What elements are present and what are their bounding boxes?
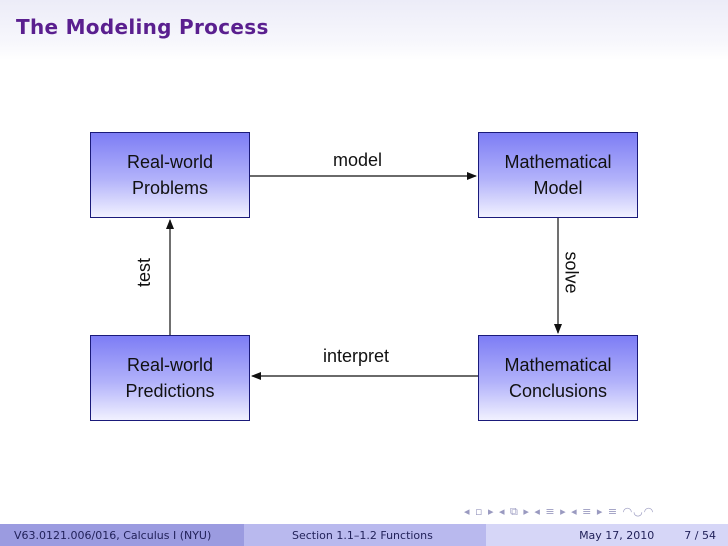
box-real-world-problems: Real-world Problems (90, 132, 250, 218)
slide-footer: V63.0121.006/016, Calculus I (NYU) Secti… (0, 524, 728, 546)
box-line: Conclusions (508, 381, 608, 401)
footer-date: May 17, 2010 (579, 528, 655, 542)
edge-label-interpret: interpret (323, 346, 390, 366)
footer-section: Section 1.1–1.2 Functions (244, 524, 486, 546)
slide-header: The Modeling Process (0, 0, 728, 60)
box-line: Real-world (126, 355, 214, 375)
footer-page-number: 7 / 54 (684, 528, 716, 542)
box-line: Mathematical (504, 355, 612, 375)
beamer-navigation-icons[interactable]: ◂ ▫ ▸ ◂ ⧉ ▸ ◂ ≡ ▸ ◂ ≡ ▸ ≡ ◠◡◠ (464, 505, 655, 518)
footer-right: May 17, 2010 7 / 54 (486, 524, 728, 546)
box-mathematical-model: Mathematical Model (478, 132, 638, 218)
box-line: Real-world (126, 152, 214, 172)
box-line: Predictions (125, 381, 215, 401)
edge-label-model: model (333, 150, 383, 170)
box-line: Mathematical (504, 152, 612, 172)
footer-course: V63.0121.006/016, Calculus I (NYU) (0, 524, 244, 546)
edge-label-test: test (134, 257, 155, 288)
slide-title: The Modeling Process (16, 15, 269, 39)
box-line: Model (533, 178, 583, 198)
box-mathematical-conclusions: Mathematical Conclusions (478, 335, 638, 421)
edge-label-solve: solve (561, 251, 582, 294)
box-line: Problems (131, 178, 209, 198)
box-real-world-predictions: Real-world Predictions (90, 335, 250, 421)
